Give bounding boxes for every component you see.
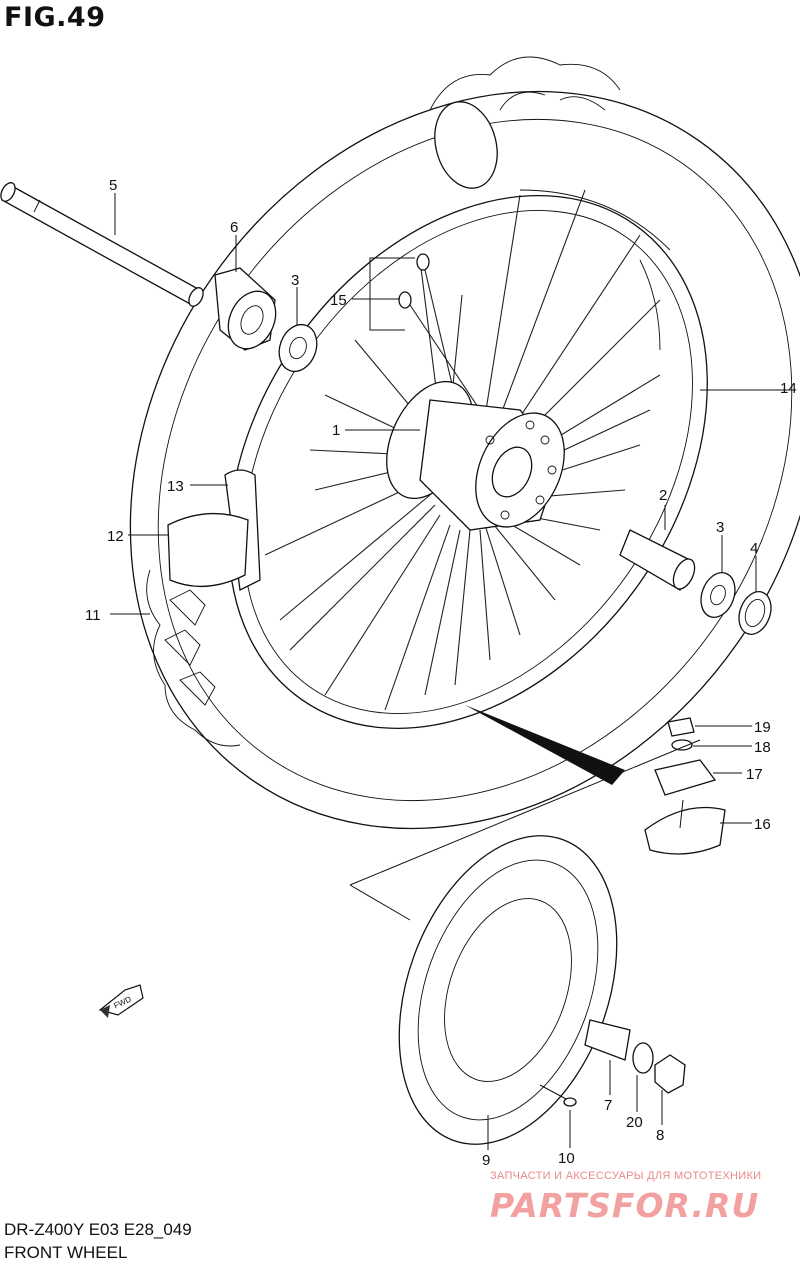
- callout-7: 7: [604, 1097, 612, 1114]
- figure-title: FIG.49: [4, 2, 106, 33]
- callout-12: 12: [107, 528, 124, 545]
- section-name: FRONT WHEEL: [4, 1243, 128, 1262]
- callout-3a: 3: [291, 272, 299, 289]
- model-code: DR-Z400Y E03 E28_049: [4, 1220, 192, 1239]
- forward-direction-badge: FWD: [98, 984, 144, 1018]
- washer-20: [632, 1042, 654, 1074]
- bearing-right: [700, 572, 736, 618]
- callout-9: 9: [482, 1152, 490, 1169]
- callout-11: 11: [85, 607, 101, 624]
- speedometer-gearbox: [214, 267, 277, 351]
- callout-15: 15: [330, 292, 347, 309]
- watermark-tagline: ЗАПЧАСТИ И АКСЕССУАРЫ ДЛЯ МОТОТЕХНИКИ: [490, 1170, 762, 1182]
- callout-3b: 3: [716, 519, 724, 536]
- spacer-7: [584, 1019, 631, 1061]
- callout-6: 6: [230, 219, 238, 236]
- hub: [386, 380, 565, 531]
- callout-2: 2: [659, 487, 667, 504]
- callout-numbers: 1 2 3 3 4 5 6 7 8 9 10 11 12 13 14 15 16…: [85, 177, 797, 1169]
- callout-5: 5: [109, 177, 117, 194]
- axle-nut: [654, 1054, 686, 1094]
- callout-1: 1: [332, 422, 340, 439]
- callout-14: 14: [780, 380, 797, 397]
- brake-disc: [398, 835, 618, 1145]
- pointer-lines: [349, 389, 790, 921]
- callout-19: 19: [754, 719, 771, 736]
- callout-20: 20: [626, 1114, 643, 1131]
- rim-band: [167, 512, 249, 588]
- callout-4: 4: [750, 540, 758, 557]
- callout-16: 16: [754, 816, 771, 833]
- callout-10: 10: [558, 1150, 575, 1167]
- rim-lock: [644, 717, 726, 855]
- bearing-left: [278, 323, 318, 373]
- callout-17: 17: [746, 766, 763, 783]
- axle: [0, 182, 204, 307]
- spacer-2: [619, 529, 696, 591]
- callout-18: 18: [754, 739, 771, 756]
- callout-13: 13: [167, 478, 184, 495]
- oil-seal: [738, 591, 772, 635]
- spoke-nipples: [398, 253, 430, 309]
- watermark-logo: PARTSFOR.RU: [490, 1186, 760, 1225]
- callout-leaders: [110, 193, 757, 1150]
- callout-8: 8: [656, 1127, 664, 1144]
- disc-bolt: [539, 1084, 577, 1107]
